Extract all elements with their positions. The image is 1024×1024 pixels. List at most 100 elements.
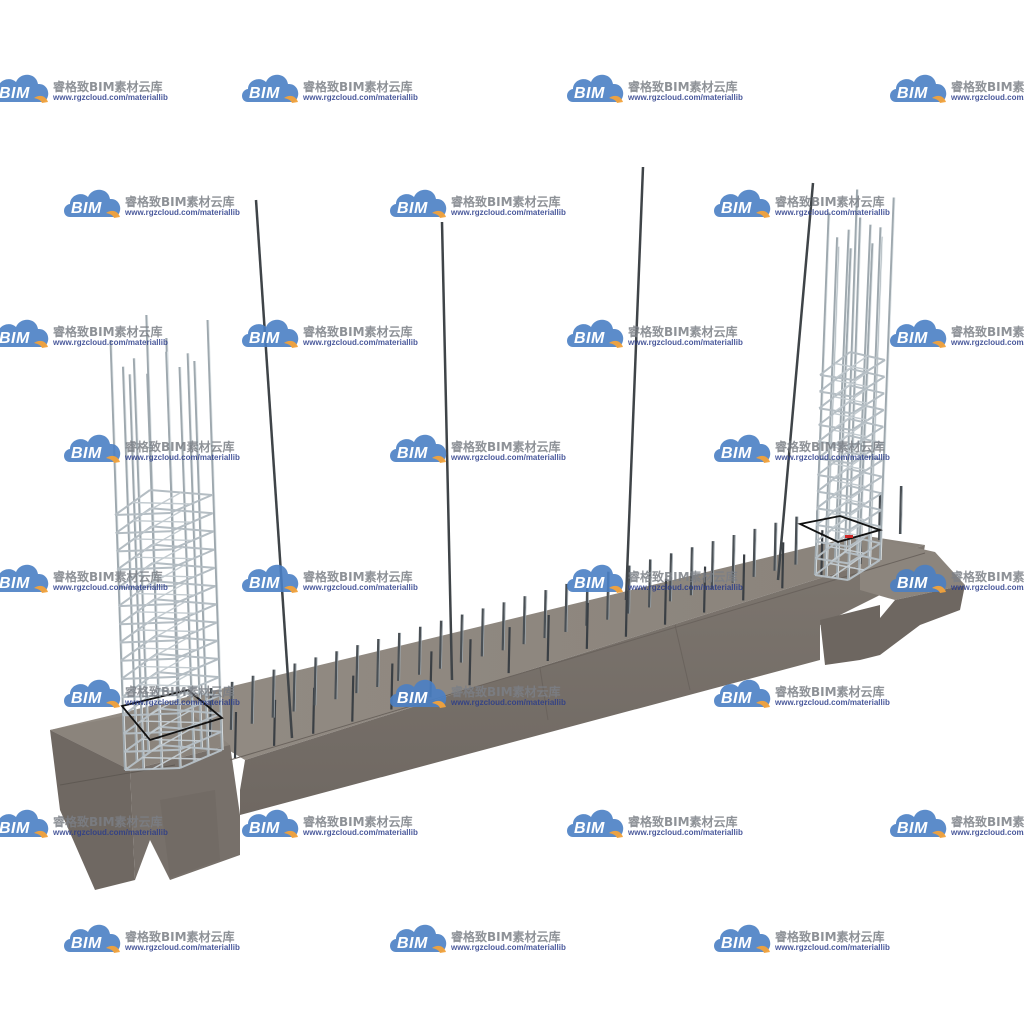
cloud-logo-icon: [567, 319, 624, 348]
dowel-bar: [781, 542, 785, 589]
watermark-brand: BIM: [0, 330, 30, 347]
column-cross-tie: [132, 501, 192, 505]
watermark-url: www.rgzcloud.com/materiallib: [53, 93, 168, 102]
watermark-brand: BIM: [71, 690, 102, 707]
watermark-url: www.rgzcloud.com/materiallib: [628, 583, 743, 592]
dowel-bar-highlight: [545, 590, 548, 639]
watermark-brand: BIM: [721, 935, 752, 952]
cloud-logo-icon: [714, 679, 771, 708]
dowel-bar-highlight: [796, 516, 799, 565]
watermark-title: 睿格致BIM素材云库: [451, 930, 561, 944]
bim-watermark: BIM 睿格致BIM素材云库 www.rgzcloud.com/material…: [240, 70, 430, 110]
cloud-logo-icon: [390, 679, 447, 708]
right-pedestal: [820, 605, 880, 665]
bim-watermark: BIM 睿格致BIM素材云库 www.rgzcloud.com/material…: [0, 70, 180, 110]
cloud-logo-icon: [0, 74, 49, 103]
dowel-bar-highlight: [629, 565, 632, 614]
cloud-logo-icon: [567, 74, 624, 103]
dowel-bar: [417, 626, 422, 675]
cloud-logo-icon: [714, 924, 771, 953]
watermark-url: www.rgzcloud.com/materiallib: [951, 93, 1024, 102]
column-vertical-bar: [109, 339, 127, 771]
cloud-logo-icon: [390, 189, 447, 218]
watermark-brand: BIM: [897, 820, 928, 837]
dowel-bar-highlight: [650, 559, 652, 608]
bim-watermark: BIM 睿格致BIM素材云库 www.rgzcloud.com/material…: [240, 805, 430, 845]
column-cross-tie: [832, 462, 867, 471]
column-vertical-bar-highlight: [845, 189, 859, 553]
column-cross-tie: [831, 479, 867, 488]
bim-watermark: BIM 睿格致BIM素材云库 www.rgzcloud.com/material…: [565, 70, 755, 110]
column-cross-tie: [142, 756, 202, 760]
column-vertical-bar-highlight: [111, 339, 127, 771]
dowel-bar-highlight: [441, 620, 443, 669]
dowel-bar: [501, 602, 505, 651]
dowel-bar: [564, 583, 568, 632]
watermark-url: www.rgzcloud.com/materiallib: [775, 943, 890, 952]
dowel-bar-highlight: [901, 485, 903, 535]
watermark-title: 睿格致BIM素材云库: [125, 195, 235, 209]
bim-watermark: BIM 睿格致BIM素材云库 www.rgzcloud.com/material…: [62, 675, 252, 715]
watermark-title: 睿格致BIM素材云库: [951, 815, 1024, 829]
column-cross-tie: [833, 429, 868, 438]
dowel-bar: [585, 602, 589, 649]
bim-watermark: BIM 睿格致BIM素材云库 www.rgzcloud.com/material…: [0, 315, 180, 355]
column-vertical-bar: [813, 212, 830, 576]
column-cross-tie: [834, 396, 869, 405]
left-end-front: [50, 730, 135, 890]
dowel-bar: [271, 669, 275, 718]
column-vertical-bar-highlight: [180, 366, 196, 763]
dowel-bar: [627, 565, 631, 614]
right-column-rebar-cage: [813, 189, 896, 581]
right-column-base-outline: [797, 515, 883, 543]
bim-watermark: BIM 睿格致BIM素材云库 www.rgzcloud.com/material…: [388, 920, 578, 960]
column-cross-tie: [136, 611, 196, 614]
bim-watermark: BIM 睿格致BIM素材云库 www.rgzcloud.com/material…: [712, 185, 902, 225]
dowel-bar: [689, 547, 694, 596]
watermark-brand: BIM: [897, 330, 928, 347]
watermark-title: 睿格致BIM素材云库: [775, 440, 885, 454]
watermark-title: 睿格致BIM素材云库: [303, 570, 413, 584]
bim-watermark: BIM 睿格致BIM素材云库 www.rgzcloud.com/material…: [712, 675, 902, 715]
watermark-url: www.rgzcloud.com/materiallib: [451, 208, 566, 217]
watermark-url: www.rgzcloud.com/materiallib: [125, 943, 240, 952]
dowel-bar: [351, 675, 355, 722]
column-cross-tie: [832, 446, 868, 455]
dowel-bar-highlight: [775, 522, 778, 571]
watermark-url: www.rgzcloud.com/materiallib: [303, 583, 418, 592]
dowel-bar: [663, 578, 668, 625]
dowel-bar: [543, 590, 547, 639]
watermark-title: 睿格致BIM素材云库: [451, 195, 561, 209]
bim-watermark: BIM 睿格致BIM素材云库 www.rgzcloud.com/material…: [0, 560, 180, 600]
dowel-bar-highlight: [524, 596, 527, 645]
tall-bar-4: [776, 182, 815, 581]
bim-watermark: BIM 睿格致BIM素材云库 www.rgzcloud.com/material…: [388, 675, 578, 715]
bim-watermark: BIM 睿格致BIM素材云库 www.rgzcloud.com/material…: [888, 805, 1024, 845]
dowel-bar-highlight: [671, 553, 673, 602]
column-vertical-bar-highlight: [195, 360, 210, 757]
column-vertical-bar-highlight: [825, 237, 839, 568]
watermark-url: www.rgzcloud.com/materiallib: [53, 828, 168, 837]
watermark-brand: BIM: [249, 575, 280, 592]
watermark-url: www.rgzcloud.com/materiallib: [951, 583, 1024, 592]
column-cross-tie: [135, 574, 194, 578]
watermark-brand: BIM: [721, 445, 752, 462]
dowel-bar-highlight: [399, 632, 402, 681]
bim-watermark: BIM 睿格致BIM素材云库 www.rgzcloud.com/material…: [888, 70, 1024, 110]
dowel-bar: [355, 645, 359, 694]
cloud-logo-icon: [890, 564, 947, 593]
watermark-title: 睿格致BIM素材云库: [951, 325, 1024, 339]
watermark-title: 睿格致BIM素材云库: [53, 325, 163, 339]
column-vertical-bar-highlight: [815, 212, 831, 576]
column-cross-tie: [133, 538, 193, 542]
watermark-title: 睿格致BIM素材云库: [775, 685, 885, 699]
cloud-logo-icon: [242, 564, 299, 593]
column-vertical-bar-highlight: [167, 351, 183, 747]
watermark-url: www.rgzcloud.com/materiallib: [303, 93, 418, 102]
column-cross-tie: [831, 496, 866, 505]
watermark-brand: BIM: [574, 820, 605, 837]
watermark-title: 睿格致BIM素材云库: [451, 685, 561, 699]
column-cross-tie: [834, 362, 870, 371]
watermark-url: www.rgzcloud.com/materiallib: [628, 828, 743, 837]
watermark-url: www.rgzcloud.com/materiallib: [451, 698, 566, 707]
